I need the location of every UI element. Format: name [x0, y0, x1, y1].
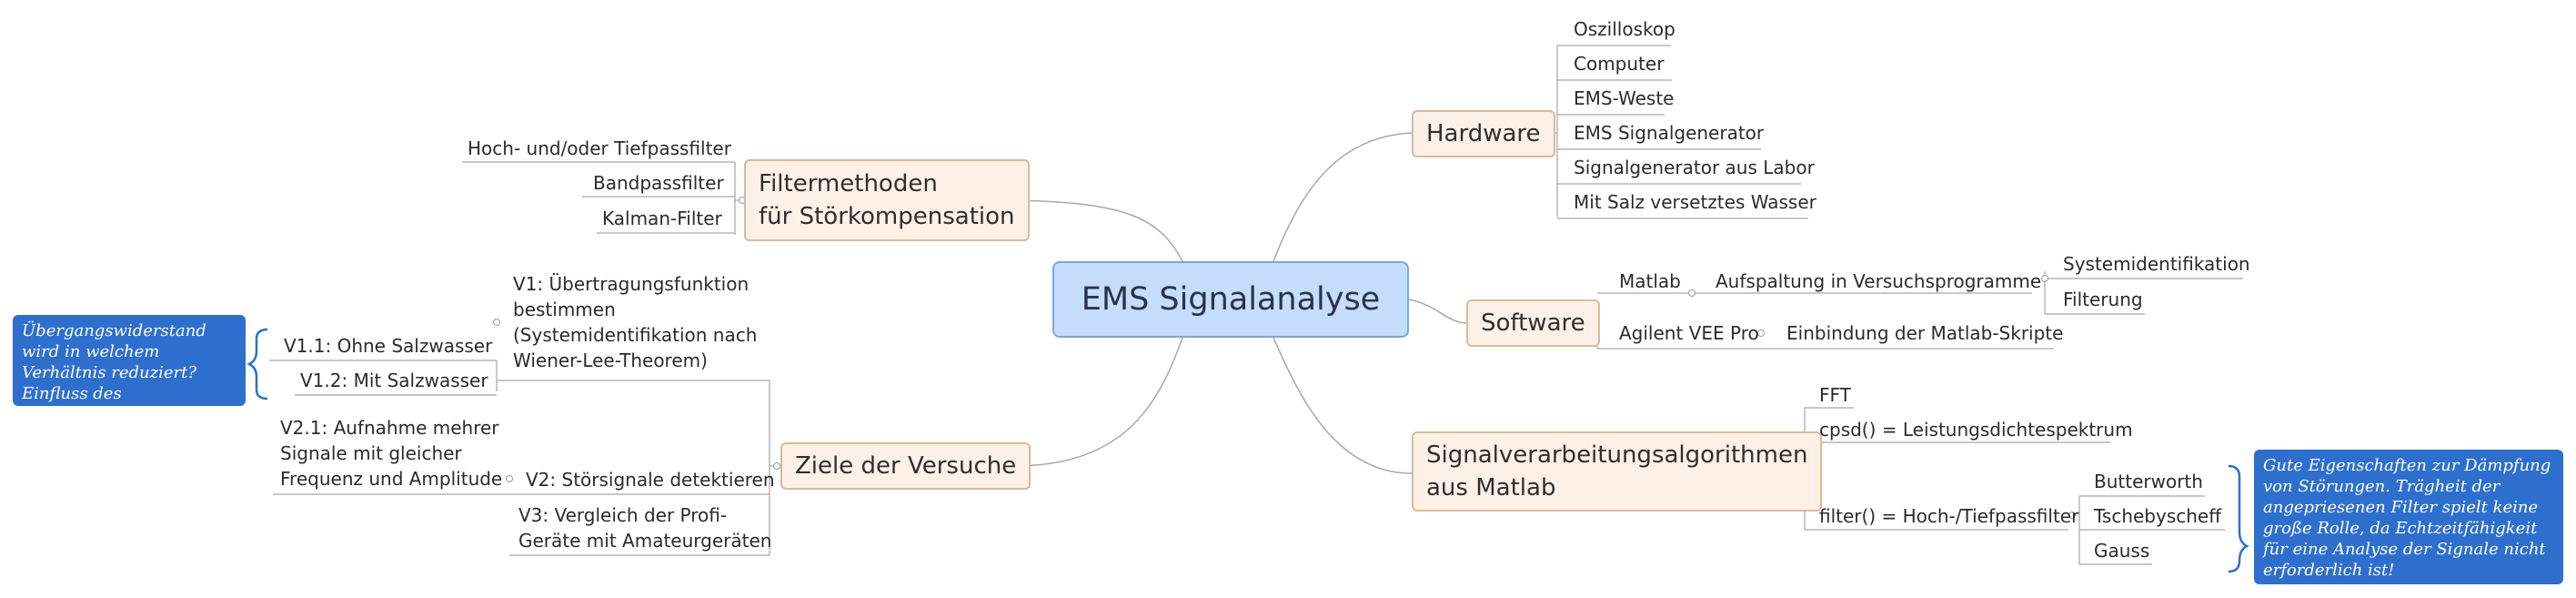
- filter-kalman[interactable]: Kalman-Filter: [602, 208, 722, 229]
- software-matlab[interactable]: Matlab: [1619, 270, 1681, 292]
- hardware-item-computer[interactable]: Computer: [1574, 53, 1665, 75]
- connector-matlab[interactable]: [1688, 289, 1696, 297]
- filter-tschebyscheff[interactable]: Tschebyscheff: [2094, 505, 2222, 527]
- note-filter-eigenschaften[interactable]: Gute Eigenschaften zur Dämpfung von Stör…: [2254, 450, 2563, 584]
- hardware-item-oszilloskop[interactable]: Oszilloskop: [1574, 18, 1675, 40]
- ziele-v1-2[interactable]: V1.2: Mit Salzwasser: [300, 370, 488, 391]
- brace-filter: [2228, 464, 2249, 573]
- topic-software[interactable]: Software: [1466, 299, 1600, 347]
- software-systemidentifikation[interactable]: Systemidentifikation: [2063, 253, 2250, 275]
- hardware-item-ems-weste[interactable]: EMS-Weste: [1574, 87, 1675, 109]
- ziele-v2-1[interactable]: V2.1: Aufnahme mehrer Signale mit gleich…: [280, 417, 503, 490]
- topic-signalverarbeitung[interactable]: Signalverarbeitungsalgorithmen aus Matla…: [1412, 431, 1823, 512]
- hardware-item-salzwasser[interactable]: Mit Salz versetztes Wasser: [1574, 191, 1816, 213]
- filter-bandpass[interactable]: Bandpassfilter: [593, 172, 724, 194]
- signal-fft[interactable]: FFT: [1819, 384, 1851, 406]
- link-central-software: [1408, 299, 1467, 324]
- connector-v2[interactable]: [506, 475, 513, 482]
- topic-hardware[interactable]: Hardware: [1412, 110, 1555, 157]
- link-central-hardware: [1273, 132, 1413, 262]
- filter-butterworth[interactable]: Butterworth: [2094, 471, 2203, 492]
- topic-filtermethoden[interactable]: Filtermethoden für Störkompensation: [744, 159, 1030, 241]
- filter-hoch-tiefpass[interactable]: Hoch- und/oder Tiefpassfilter: [468, 137, 731, 159]
- software-filterung[interactable]: Filterung: [2063, 289, 2143, 310]
- software-aufspaltung[interactable]: Aufspaltung in Versuchsprogramme: [1716, 270, 2042, 292]
- signal-cpsd[interactable]: cpsd() = Leistungsdichtespektrum: [1819, 419, 2133, 441]
- ziele-v1[interactable]: V1: Übertragungsfunktion bestimmen (Syst…: [513, 273, 758, 371]
- ziele-v2[interactable]: V2: Störsignale detektieren: [526, 469, 775, 491]
- signal-filter[interactable]: filter() = Hoch-/Tiefpassfilter: [1819, 505, 2079, 527]
- hardware-item-ems-signalgenerator[interactable]: EMS Signalgenerator: [1574, 122, 1765, 144]
- ziele-v1-1[interactable]: V1.1: Ohne Salzwasser: [284, 335, 493, 357]
- connector-aufspaltung[interactable]: [2041, 275, 2048, 282]
- brace-v1: [247, 328, 268, 400]
- link-central-ziele: [1012, 337, 1183, 467]
- connector-agilent[interactable]: [1757, 329, 1765, 337]
- software-agilent[interactable]: Agilent VEE Pro: [1619, 322, 1759, 344]
- software-einbindung[interactable]: Einbindung der Matlab-Skripte: [1786, 322, 2064, 344]
- central-topic[interactable]: EMS Signalanalyse: [1052, 261, 1409, 338]
- hardware-item-signalgenerator-labor[interactable]: Signalgenerator aus Labor: [1574, 157, 1815, 178]
- link-central-signal: [1273, 337, 1413, 474]
- connector-ziele[interactable]: [773, 462, 780, 470]
- filter-gauss[interactable]: Gauss: [2094, 540, 2150, 562]
- connector-v1[interactable]: [493, 319, 500, 326]
- ziele-v3[interactable]: V3: Vergleich der Profi- Geräte mit Amat…: [518, 504, 772, 552]
- topic-ziele[interactable]: Ziele der Versuche: [780, 442, 1031, 490]
- connector-filter[interactable]: [2068, 512, 2076, 519]
- note-uebergangswiderstand[interactable]: Übergangswiderstand wird in welchem Verh…: [13, 315, 246, 424]
- link-central-filtermethoden: [1012, 199, 1183, 262]
